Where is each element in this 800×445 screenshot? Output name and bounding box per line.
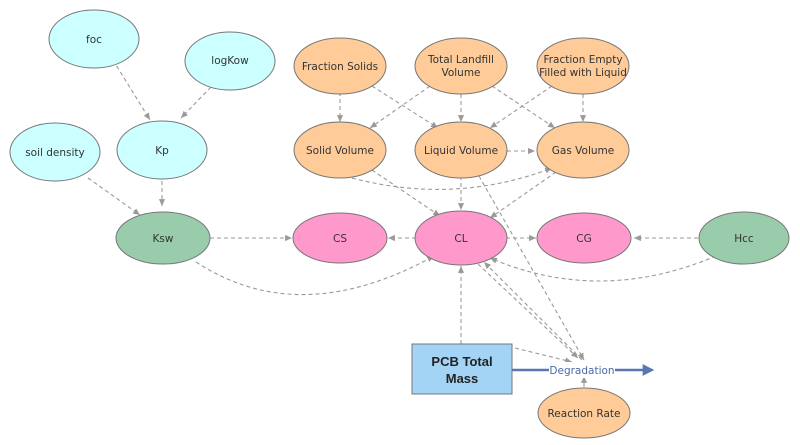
- link-total-volume-to-solid-volume: [369, 85, 431, 129]
- link-foc-to-kp: [112, 59, 151, 121]
- stock-pcb-total-mass[interactable]: PCB Total Mass: [411, 343, 513, 395]
- node-ksw[interactable]: Ksw: [115, 211, 211, 265]
- link-total-volume-to-gas-volume: [491, 85, 556, 129]
- node-fraction-empty-label-1: Fraction Empty: [543, 54, 622, 66]
- link-fraction-solids-to-liquid-volume: [371, 85, 439, 129]
- link-solid-volume-to-gas-volume: [351, 167, 553, 190]
- node-foc[interactable]: foc: [48, 9, 140, 69]
- node-gas-volume-label: Gas Volume: [552, 145, 614, 157]
- node-total-landfill-volume[interactable]: Total Landfill Volume: [414, 37, 508, 95]
- node-ksw-label: Ksw: [153, 233, 174, 245]
- node-fraction-empty[interactable]: Fraction Empty Filled with Liquid: [536, 37, 630, 95]
- node-cl[interactable]: CL: [414, 210, 508, 266]
- node-cg[interactable]: CG: [536, 212, 632, 264]
- node-reaction-rate-label: Reaction Rate: [547, 408, 620, 420]
- node-liquid-volume[interactable]: Liquid Volume: [414, 121, 508, 179]
- node-reaction-rate[interactable]: Reaction Rate: [537, 387, 631, 439]
- node-logkow[interactable]: logKow: [184, 31, 276, 91]
- stock-pcb-total-mass-label-2: Mass: [446, 371, 479, 386]
- node-logkow-label: logKow: [211, 55, 249, 67]
- node-cs-label: CS: [333, 233, 347, 245]
- link-ksw-to-cl: [195, 255, 435, 296]
- node-kp-label: Kp: [155, 145, 169, 157]
- link-gas-volume-to-cl: [489, 171, 557, 219]
- node-gas-volume[interactable]: Gas Volume: [536, 121, 630, 179]
- node-kp[interactable]: Kp: [116, 120, 208, 180]
- stock-pcb-total-mass-label-1: PCB Total: [431, 354, 492, 369]
- link-fraction-empty-to-liquid-volume: [489, 85, 553, 129]
- node-fraction-solids[interactable]: Fraction Solids: [293, 37, 387, 95]
- link-soil-density-to-ksw: [87, 177, 141, 216]
- node-cs[interactable]: CS: [292, 212, 388, 264]
- node-hcc-label: Hcc: [734, 233, 754, 245]
- degradation-label: Degradation: [549, 365, 614, 377]
- node-solid-volume[interactable]: Solid Volume: [293, 121, 387, 179]
- link-pcb-mass-to-degradation: [514, 347, 573, 364]
- degradation-label-bg: [549, 362, 615, 378]
- link-logkow-to-kp: [180, 86, 212, 119]
- link-cl-to-degradation: [477, 263, 579, 359]
- node-cl-label: CL: [454, 233, 467, 245]
- node-liquid-volume-label: Liquid Volume: [424, 145, 498, 157]
- link-solid-volume-to-cl: [371, 169, 441, 217]
- node-soil-density[interactable]: soil density: [9, 122, 101, 182]
- link-degradation-to-cl: [483, 261, 583, 361]
- node-hcc[interactable]: Hcc: [698, 211, 790, 265]
- node-foc-label: foc: [86, 34, 102, 46]
- node-solid-volume-label: Solid Volume: [306, 145, 374, 157]
- node-total-landfill-volume-label-1: Total Landfill: [427, 54, 494, 66]
- node-soil-density-label: soil density: [25, 147, 85, 159]
- node-total-landfill-volume-label-2: Volume: [441, 67, 480, 79]
- influence-links: [87, 59, 717, 394]
- degradation-flow: Degradation: [512, 362, 655, 378]
- link-hcc-to-cl: [489, 255, 717, 282]
- node-cg-label: CG: [576, 233, 591, 245]
- nodes: foc logKow soil density Kp Fraction Soli…: [9, 9, 790, 439]
- link-liquid-volume-to-reaction-rate-area: [478, 175, 585, 361]
- node-fraction-empty-label-2: Filled with Liquid: [539, 67, 627, 79]
- node-fraction-solids-label: Fraction Solids: [302, 61, 378, 73]
